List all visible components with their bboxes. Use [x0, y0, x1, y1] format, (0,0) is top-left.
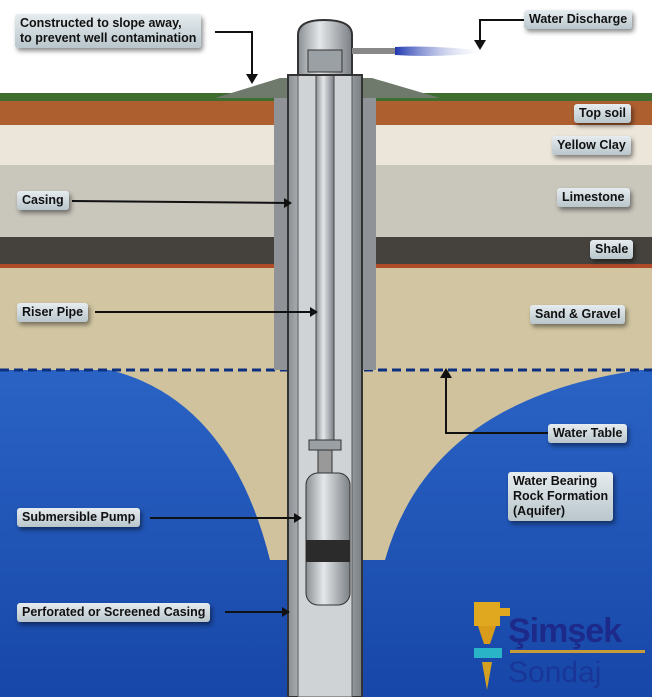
label-yellow-clay: Yellow Clay [552, 136, 631, 155]
label-riser-pipe: Riser Pipe [17, 303, 89, 322]
water-jet [395, 46, 490, 56]
label-perforated-casing: Perforated or Screened Casing [17, 603, 211, 622]
label-sand-gravel: Sand & Gravel [530, 305, 626, 324]
label-shale: Shale [590, 240, 634, 259]
label-submersible-pump: Submersible Pump [17, 508, 141, 527]
riser-pipe [315, 74, 335, 446]
label-water-table: Water Table [548, 424, 628, 443]
discharge-pipe [352, 48, 397, 54]
logo-text-sondaj: Sondaj [508, 656, 602, 689]
cone-of-depression [110, 370, 640, 560]
label-slope: Constructed to slope away, to prevent we… [15, 14, 202, 48]
label-limestone: Limestone [557, 188, 630, 207]
logo-text-simsek: Şimşek [508, 612, 622, 650]
label-casing: Casing [17, 191, 69, 210]
pointer-lines [71, 19, 548, 613]
logo-divider [510, 650, 645, 653]
simsek-sondaj-logo: Şimşek Sondaj [470, 600, 650, 695]
label-water-discharge: Water Discharge [524, 10, 633, 29]
drill-icon [474, 602, 510, 690]
submersible-pump [305, 472, 351, 606]
label-aquifer: Water Bearing Rock Formation (Aquifer) [508, 472, 614, 521]
label-top-soil: Top soil [574, 104, 631, 123]
